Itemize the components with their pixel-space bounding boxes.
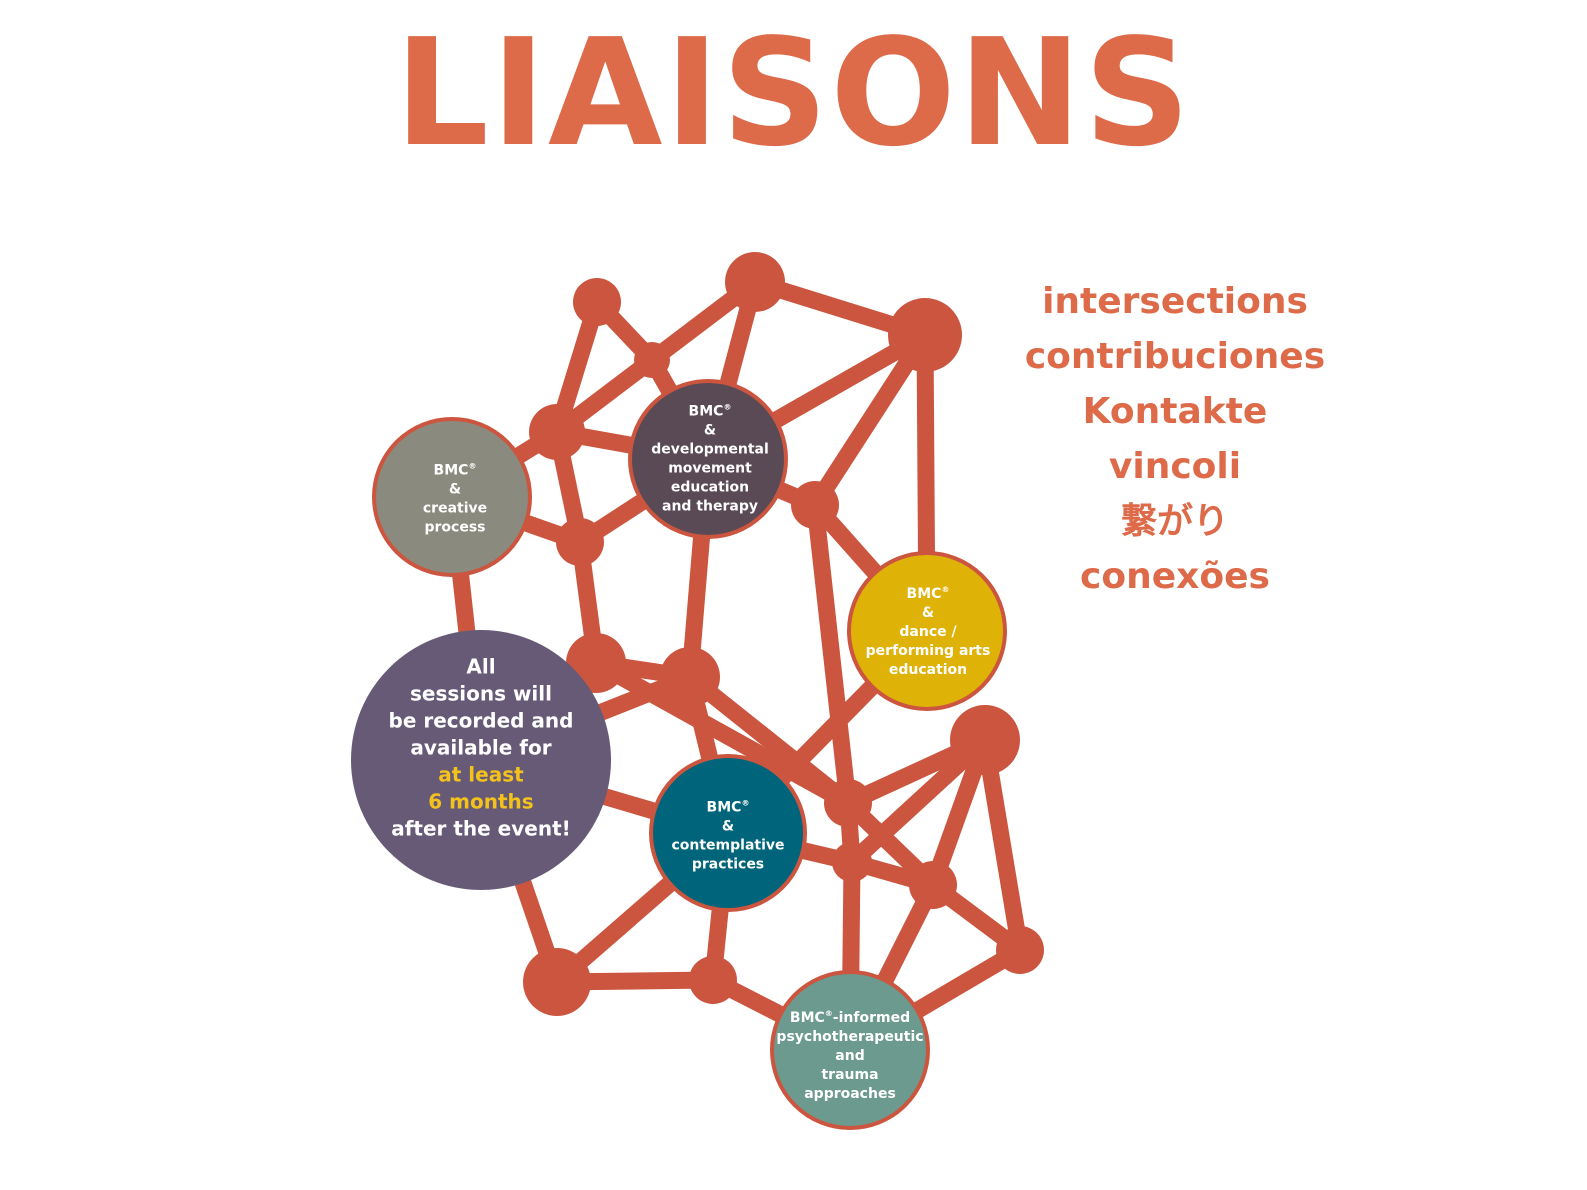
network-node xyxy=(573,278,621,326)
label-line: approaches xyxy=(804,1086,896,1102)
label-line: performing arts xyxy=(865,643,991,659)
label-line: BMC® xyxy=(688,402,732,420)
translation-word: Kontakte xyxy=(1082,391,1268,432)
network-node xyxy=(689,956,737,1004)
developmental-movement-label: BMC® & developmental movement education … xyxy=(651,398,769,517)
label-line: & xyxy=(721,818,735,835)
registered-mark: ® xyxy=(824,1009,833,1018)
label-line: BMC®-informed xyxy=(789,1009,911,1026)
label-line: education xyxy=(888,662,968,678)
translation-word: conexões xyxy=(1080,556,1270,597)
label-line: sessions will xyxy=(409,681,553,706)
network-node xyxy=(909,861,957,909)
label-line: after the event! xyxy=(391,816,571,841)
label-line: practices xyxy=(691,856,765,873)
label-line: dance / xyxy=(899,624,957,640)
registered-mark: ® xyxy=(941,585,950,594)
contemplative-practices-label: BMC® & contemplative practices xyxy=(671,794,784,875)
label-line: education xyxy=(670,479,750,496)
network-node xyxy=(832,842,872,882)
label-line: BMC® xyxy=(433,461,477,479)
label-line: be recorded and xyxy=(388,708,574,733)
network-node xyxy=(529,404,585,460)
label-line: movement xyxy=(668,460,752,477)
label-line: trauma xyxy=(821,1067,879,1083)
developmental-circle xyxy=(628,379,788,539)
network-node xyxy=(996,926,1044,974)
label-line: & xyxy=(921,605,935,621)
label-line: & xyxy=(703,422,717,439)
label-line: & xyxy=(448,481,462,498)
label-line: available for xyxy=(410,735,552,760)
highlight-line: 6 months xyxy=(428,789,534,814)
network-link xyxy=(806,496,857,812)
registered-mark: ® xyxy=(723,402,732,412)
network-node xyxy=(634,342,670,378)
network-node xyxy=(725,252,785,312)
label-line: BMC® xyxy=(706,798,750,816)
creative-process-label: BMC® & creative process xyxy=(423,457,487,538)
network-nodes xyxy=(523,252,1044,1016)
network-node xyxy=(888,298,962,372)
label-line: contemplative xyxy=(671,837,785,854)
network-node xyxy=(660,647,720,707)
recordings-notice-label: All sessions will be recorded and availa… xyxy=(389,654,574,843)
network-link xyxy=(976,731,1029,959)
network-node xyxy=(950,705,1020,775)
creative-circle xyxy=(372,417,532,577)
translation-word: contribuciones xyxy=(1024,336,1326,377)
network-link xyxy=(681,668,857,812)
translation-word: 繋がり xyxy=(1120,501,1229,542)
page-title: LIAISONS xyxy=(394,7,1193,179)
psychotherapeutic-label: BMC®-informed psychotherapeutic and trau… xyxy=(776,1004,923,1104)
label-line: All xyxy=(466,654,496,679)
recordings-circle xyxy=(351,630,611,890)
translation-word: vincoli xyxy=(1108,446,1242,487)
label-line: psychotherapeutic xyxy=(776,1029,924,1045)
highlight-line: at least xyxy=(438,762,524,787)
label-line: developmental xyxy=(651,441,769,458)
registered-mark: ® xyxy=(468,461,477,471)
registered-mark: ® xyxy=(741,798,750,808)
network-node xyxy=(824,779,872,827)
network-node xyxy=(791,481,839,529)
network-node xyxy=(523,948,591,1016)
translation-word: intersections xyxy=(1042,281,1308,322)
label-line: and therapy xyxy=(662,498,758,515)
dance-circle xyxy=(847,551,1007,711)
label-line: and xyxy=(835,1048,865,1064)
label-line: process xyxy=(424,519,486,536)
psychotherapeutic-circle xyxy=(770,970,930,1130)
label-line: BMC® xyxy=(906,585,950,602)
network-node xyxy=(556,518,604,566)
translations-list: intersections contribuciones Kontakte vi… xyxy=(1010,274,1340,604)
topic-circles xyxy=(351,379,1007,1130)
label-line: creative xyxy=(422,500,488,517)
contemplative-circle xyxy=(649,754,807,912)
dance-performing-arts-label: BMC® & dance / performing arts education xyxy=(866,580,991,680)
